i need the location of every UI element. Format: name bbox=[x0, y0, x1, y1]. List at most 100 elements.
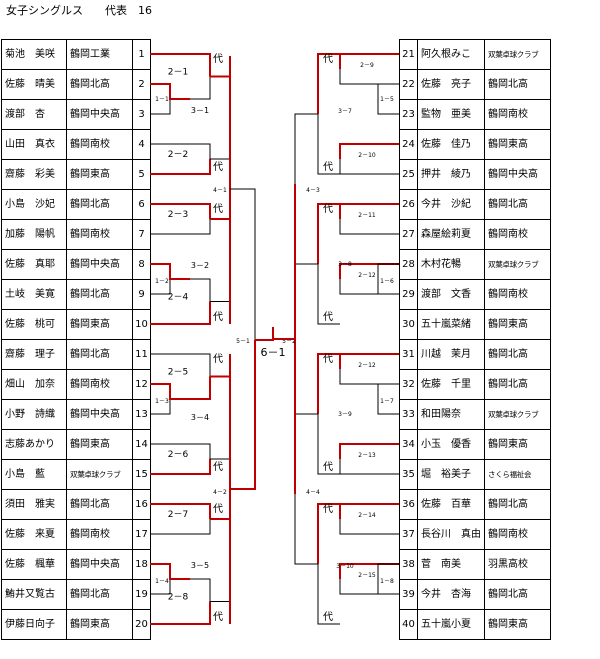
school-name: 鶴岡東高 bbox=[484, 429, 551, 460]
match-label: 1－1 bbox=[155, 96, 169, 103]
match-label: 3－7 bbox=[338, 108, 352, 115]
player-name: 佐藤 亮子 bbox=[417, 69, 485, 100]
winner-line bbox=[150, 459, 211, 475]
match-label: 4－3 bbox=[306, 187, 320, 194]
player-name: 佐藤 楓華 bbox=[1, 549, 67, 580]
representative-mark: 代 bbox=[323, 161, 333, 173]
representative-mark: 代 bbox=[213, 461, 223, 473]
seed-number: 40 bbox=[399, 609, 418, 640]
winner-line bbox=[255, 327, 295, 341]
player-name: 今井 杏海 bbox=[417, 579, 485, 610]
bracket-line bbox=[339, 143, 399, 175]
representative-mark: 代 bbox=[213, 203, 223, 215]
player-name: 森屋絵莉夏 bbox=[417, 219, 485, 250]
player-name: 堀 裕美子 bbox=[417, 459, 485, 490]
winner-line bbox=[150, 383, 190, 400]
school-name: 鶴岡南校 bbox=[484, 99, 551, 130]
player-name: 五十嵐小夏 bbox=[417, 609, 485, 640]
match-label: 2－13 bbox=[358, 452, 376, 459]
winner-line bbox=[317, 53, 340, 114]
match-label: 1－8 bbox=[380, 578, 394, 585]
representative-mark: 代 bbox=[323, 353, 333, 365]
winner-line bbox=[317, 353, 340, 414]
representative-mark: 代 bbox=[213, 311, 223, 323]
match-label: 3－10 bbox=[336, 563, 354, 570]
player-name: 齋藤 彩美 bbox=[1, 159, 67, 190]
school-name: 鶴岡東高 bbox=[484, 609, 551, 640]
winner-line bbox=[317, 503, 340, 564]
representative-mark: 代 bbox=[323, 461, 333, 473]
school-name: 鶴岡南校 bbox=[484, 519, 551, 550]
match-label: 2－12 bbox=[358, 272, 376, 279]
match-label: 4－1 bbox=[213, 187, 227, 194]
match-label: 3－9 bbox=[338, 411, 352, 418]
school-name: 羽黒高校 bbox=[484, 549, 551, 580]
representative-mark: 代 bbox=[213, 161, 223, 173]
match-label: 2－3 bbox=[168, 210, 188, 220]
player-name: 小野 詩織 bbox=[1, 399, 67, 430]
winner-line bbox=[339, 143, 399, 159]
match-label: 5－2 bbox=[282, 338, 296, 345]
bracket-line bbox=[377, 563, 399, 595]
player-name: 阿久根みこ bbox=[417, 39, 485, 70]
match-label: 1－5 bbox=[380, 96, 394, 103]
player-name: 加藤 陽帆 bbox=[1, 219, 67, 250]
match-label: 1－6 bbox=[380, 278, 394, 285]
match-label: 4－2 bbox=[213, 489, 227, 496]
school-name: 鶴岡北高 bbox=[66, 189, 133, 220]
winner-line bbox=[339, 443, 399, 459]
bracket-line bbox=[317, 203, 340, 325]
school-name: 鶴岡東高 bbox=[484, 309, 551, 340]
bracket-line bbox=[377, 83, 399, 115]
school-name: 鶴岡北高 bbox=[66, 489, 133, 520]
match-label: 5－1 bbox=[236, 338, 250, 345]
match-label: 2－6 bbox=[168, 450, 189, 460]
player-name: 渡部 文香 bbox=[417, 279, 485, 310]
match-label: 2－12 bbox=[358, 362, 376, 369]
match-label: 3－2 bbox=[191, 261, 209, 270]
school-name: 鶴岡南校 bbox=[66, 369, 133, 400]
winner-line bbox=[230, 340, 256, 490]
match-label: 3－4 bbox=[191, 413, 209, 422]
bracket-line bbox=[339, 353, 399, 385]
match-label: 2－10 bbox=[358, 152, 376, 159]
school-name: 鶴岡北高 bbox=[66, 579, 133, 610]
winner-line bbox=[150, 53, 211, 77]
bracket-line bbox=[339, 53, 399, 85]
winner-line bbox=[150, 563, 190, 580]
representative-mark: 代 bbox=[323, 203, 333, 215]
winner-line bbox=[150, 203, 211, 219]
school-name: 鶴岡北高 bbox=[484, 369, 551, 400]
winner-line bbox=[150, 601, 211, 625]
match-label: 3－8 bbox=[338, 261, 352, 268]
player-name: 伊藤日向子 bbox=[1, 609, 67, 640]
match-label: 2－8 bbox=[168, 593, 189, 603]
representative-mark: 代 bbox=[213, 611, 223, 623]
representative-mark: 代 bbox=[213, 53, 223, 65]
representative-mark: 代 bbox=[213, 503, 223, 515]
winner-line bbox=[150, 83, 190, 100]
match-label: 3－5 bbox=[191, 561, 209, 570]
match-label: 2－15 bbox=[358, 572, 376, 579]
match-label: 1－4 bbox=[155, 578, 169, 585]
representative-mark: 代 bbox=[323, 611, 333, 623]
